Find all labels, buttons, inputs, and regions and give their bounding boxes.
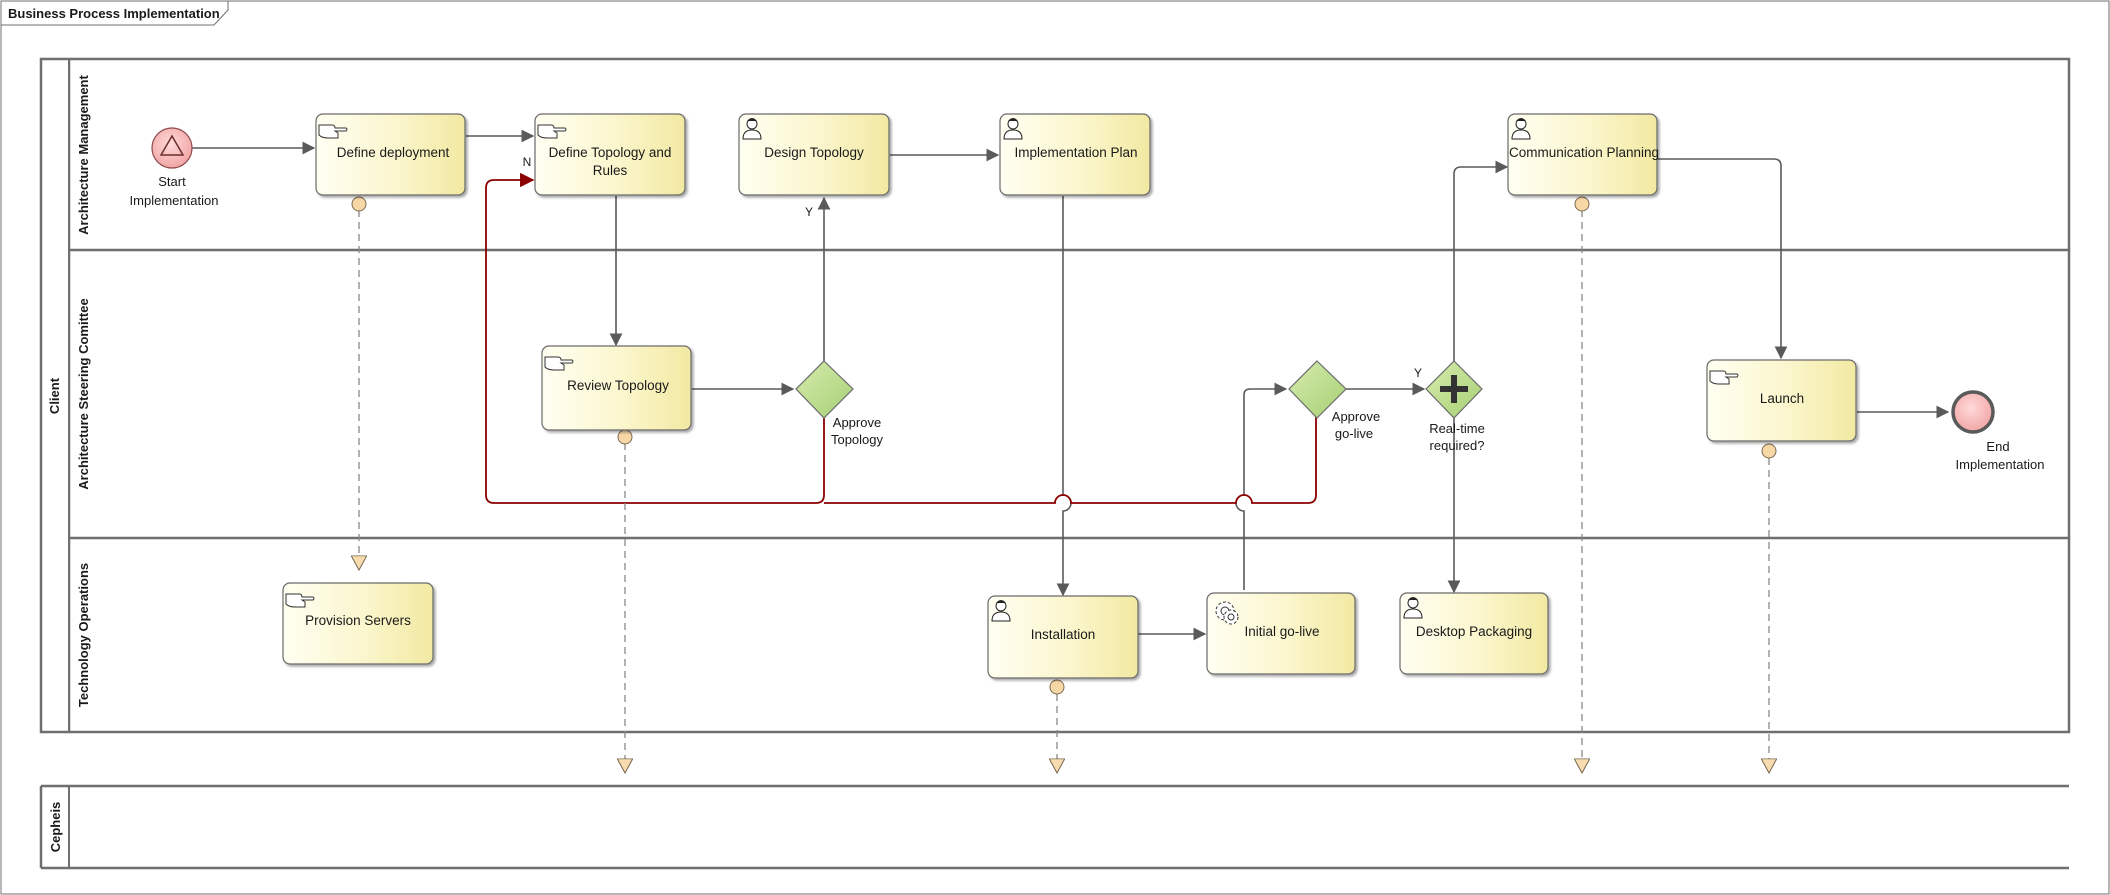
manual-task-icon: [285, 593, 315, 608]
diagram-title: Business Process Implementation: [8, 6, 220, 21]
flow-realtime-to-communication[interactable]: [1453, 160, 1509, 361]
task-design-topology[interactable]: Design Topology: [738, 113, 890, 196]
gateway-label: Real-time: [1429, 421, 1485, 436]
task-label: Desktop Packaging: [1416, 624, 1532, 639]
task-label: Design Topology: [764, 145, 864, 160]
task-label: Review Topology: [567, 378, 669, 393]
lane-steering-committee-label: Architecture Steering Comittee: [76, 298, 91, 489]
lane-technology-operations-label: Technology Operations: [76, 563, 91, 707]
user-task-icon: [1003, 118, 1023, 140]
task-label: Define deployment: [337, 145, 450, 160]
flow-approve-no-loopback[interactable]: [485, 172, 825, 504]
gateway-label: Topology: [831, 432, 884, 447]
message-sources: [351, 196, 1777, 695]
task-label: Define Topology and: [549, 145, 672, 160]
message-source-circle: [1761, 443, 1777, 459]
message-source-circle: [1049, 679, 1065, 695]
user-task-icon: [1511, 118, 1531, 140]
gateway-label: Approve: [833, 415, 881, 430]
lane-architecture-management[interactable]: Architecture Management: [76, 75, 91, 235]
start-event-label: Implementation: [130, 193, 219, 208]
user-task-icon: [1403, 597, 1423, 619]
flow-label-yes: Y: [805, 205, 813, 219]
task-define-topology[interactable]: Define Topology and Rules: [534, 113, 686, 196]
task-label: Rules: [593, 163, 628, 178]
pool-cepheis[interactable]: Cepheis: [39, 784, 2069, 870]
user-task-icon: [742, 118, 762, 140]
pool-client-label: Client: [47, 377, 62, 414]
manual-task-icon: [318, 124, 348, 139]
gateway-approve-go-live[interactable]: Approve go-live: [1288, 360, 1380, 441]
start-event-label: Start: [158, 174, 186, 189]
gateway-label: go-live: [1335, 426, 1373, 441]
parallel-plus-icon: [1440, 375, 1468, 403]
task-communication-planning[interactable]: Communication Planning: [1507, 113, 1659, 196]
end-event-label: End: [1986, 439, 2009, 454]
signal-triangle-icon: [159, 134, 185, 156]
task-provision-servers[interactable]: Provision Servers: [282, 582, 434, 665]
flow-communication-to-launch[interactable]: [1657, 158, 1788, 360]
end-event-label: Implementation: [1956, 457, 2045, 472]
manual-task-icon: [1709, 370, 1739, 385]
task-label: Launch: [1760, 391, 1804, 406]
task-review-topology[interactable]: Review Topology: [541, 345, 692, 431]
gateway-approve-topology[interactable]: Approve Topology: [795, 360, 884, 447]
flow-label-yes: Y: [1414, 366, 1422, 380]
start-event[interactable]: Start Implementation: [130, 127, 219, 208]
task-implementation-plan[interactable]: Implementation Plan: [999, 113, 1151, 196]
title-tab: [0, 0, 229, 26]
task-label: Initial go-live: [1244, 624, 1319, 639]
lane-technology-operations[interactable]: Technology Operations: [76, 563, 91, 707]
task-define-deployment[interactable]: Define deployment: [315, 113, 466, 196]
flow-golive-no-loopback[interactable]: [824, 417, 1317, 504]
pool-cepheis-label: Cepheis: [48, 802, 63, 853]
task-label: Installation: [1031, 627, 1096, 642]
message-source-circle: [617, 429, 633, 445]
user-task-icon: [991, 600, 1011, 622]
manual-task-icon: [544, 356, 574, 371]
manual-task-icon: [537, 124, 567, 139]
task-label: Implementation Plan: [1014, 145, 1137, 160]
gateway-label: Approve: [1332, 409, 1380, 424]
service-task-icon: [1215, 601, 1239, 625]
gateway-realtime-required[interactable]: Real-time required?: [1425, 360, 1485, 453]
lane-architecture-management-label: Architecture Management: [76, 75, 91, 235]
gateway-label: required?: [1430, 438, 1485, 453]
flow-label-no: N: [523, 155, 532, 169]
task-installation[interactable]: Installation: [987, 595, 1139, 679]
task-launch[interactable]: Launch: [1706, 359, 1857, 442]
task-desktop-packaging[interactable]: Desktop Packaging: [1399, 592, 1549, 675]
message-flows: [359, 210, 1769, 773]
task-initial-go-live[interactable]: Initial go-live: [1206, 592, 1356, 675]
message-source-circle: [1574, 196, 1590, 212]
message-source-circle: [351, 196, 367, 212]
end-event[interactable]: End Implementation: [1951, 390, 2045, 472]
task-label: Communication Planning: [1509, 145, 1659, 160]
lane-steering-committee[interactable]: Architecture Steering Comittee: [76, 298, 91, 489]
task-label: Provision Servers: [305, 613, 411, 628]
